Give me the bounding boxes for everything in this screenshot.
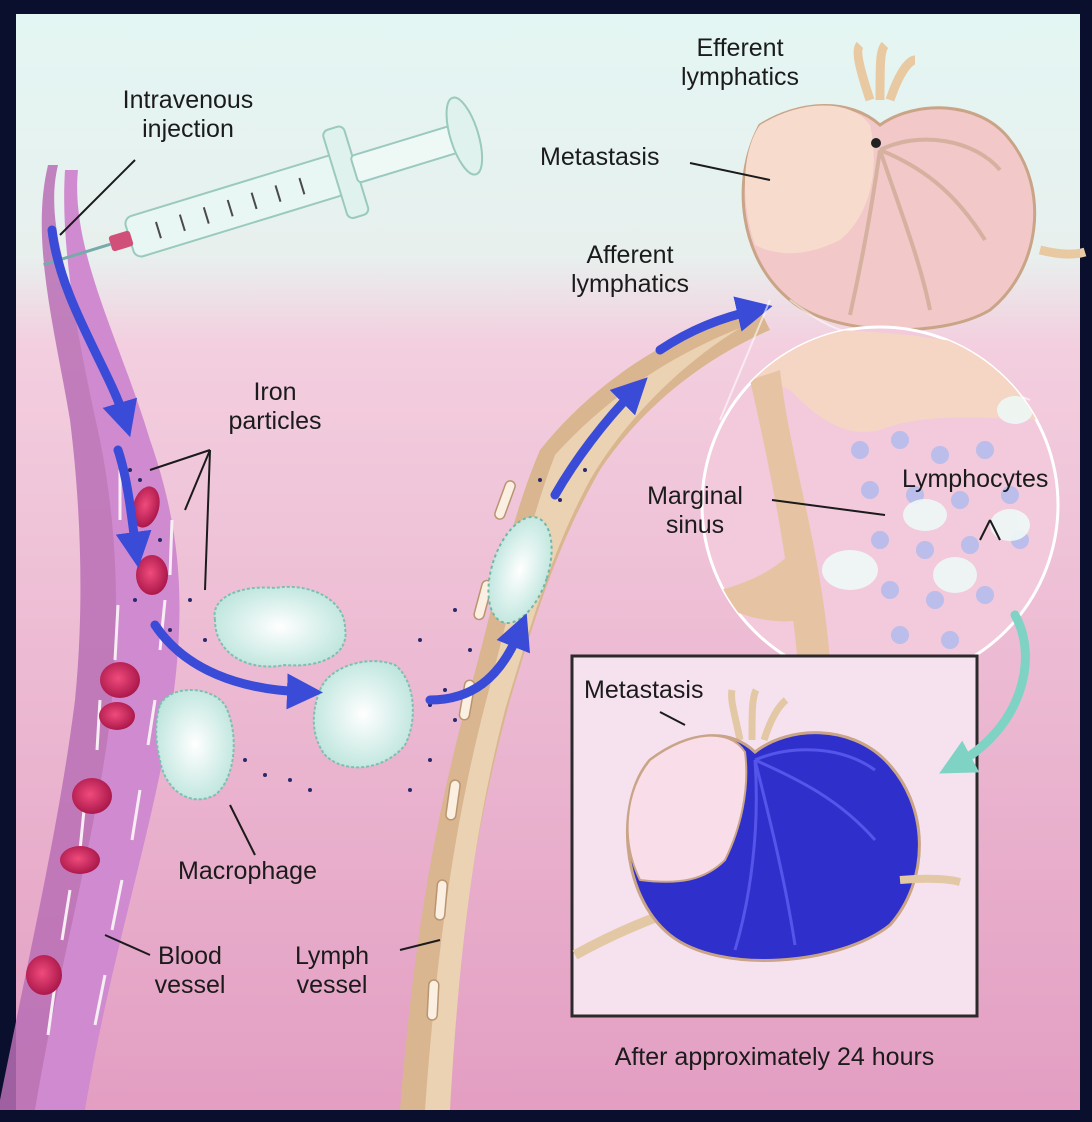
label-intravenous-injection: Intravenous injection <box>88 86 288 144</box>
red-cell <box>99 702 135 730</box>
caption-after-24-hours: After approximately 24 hours <box>572 1043 977 1072</box>
red-cell <box>26 955 62 995</box>
label-iron-particles: Iron particles <box>195 378 355 436</box>
label-efferent-lymphatics: Efferent lymphatics <box>640 34 840 92</box>
red-cell <box>136 555 168 595</box>
red-cell <box>72 778 112 814</box>
after-24h-panel <box>572 656 977 1016</box>
label-macrophage: Macrophage <box>178 857 317 886</box>
label-metastasis-top: Metastasis <box>540 143 659 172</box>
label-blood-vessel: Blood vessel <box>130 942 250 1000</box>
macrophage <box>314 661 413 767</box>
label-metastasis-inset: Metastasis <box>584 676 703 705</box>
label-marginal-sinus: Marginal sinus <box>620 482 770 540</box>
label-lymph-vessel: Lymph vessel <box>272 942 392 1000</box>
label-lymphocytes: Lymphocytes <box>902 465 1048 494</box>
label-afferent-lymphatics: Afferent lymphatics <box>525 241 735 299</box>
red-cell <box>100 662 140 698</box>
red-cell <box>60 846 100 874</box>
macrophage <box>215 587 346 667</box>
